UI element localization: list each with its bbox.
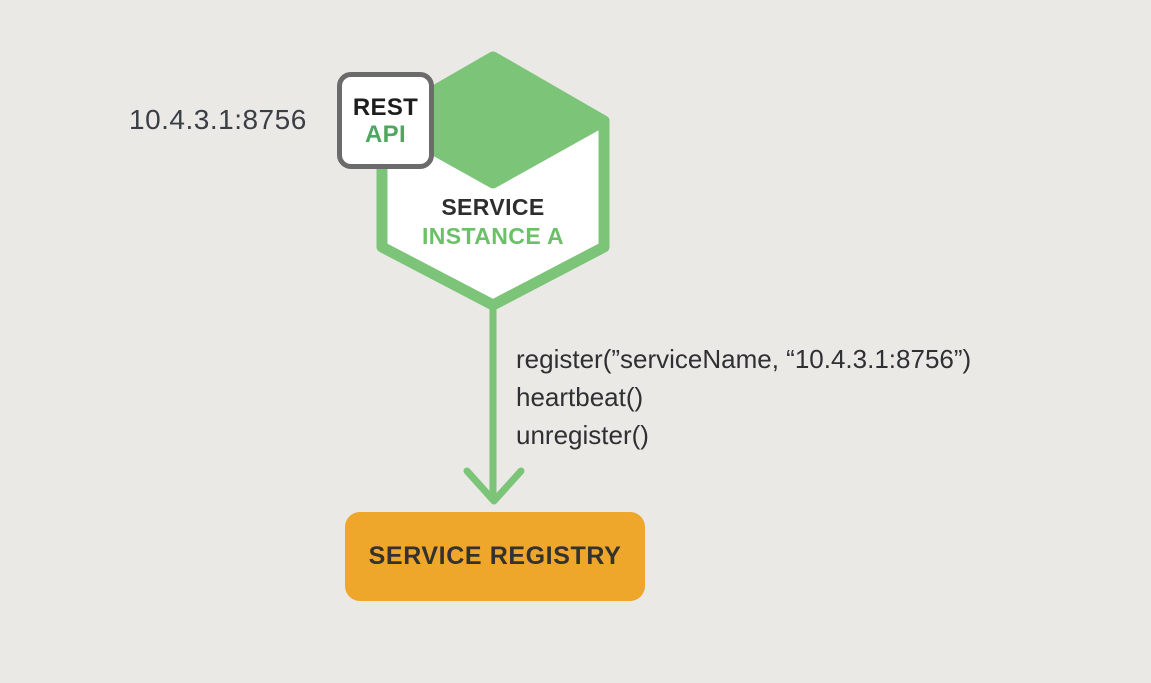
service-registry-label: SERVICE REGISTRY [368, 542, 622, 570]
ip-address-label: 10.4.3.1:8756 [129, 104, 307, 135]
arrow-down-icon [463, 467, 525, 505]
rest-badge-line1: REST [352, 93, 419, 121]
service-instance-subtitle: INSTANCE A [422, 223, 564, 249]
call-register: register(”serviceName, “10.4.3.1:8756”) [516, 344, 972, 374]
call-unregister: unregister() [516, 420, 649, 450]
service-instance-title: SERVICE [441, 194, 545, 220]
registration-calls: register(”serviceName, “10.4.3.1:8756”) … [516, 340, 971, 454]
rest-api-badge: REST API [337, 72, 434, 169]
service-registry-box: SERVICE REGISTRY [345, 512, 645, 601]
rest-badge-line2: API [365, 120, 406, 148]
call-heartbeat: heartbeat() [516, 382, 644, 412]
service-instance-labels: SERVICE INSTANCE A [373, 193, 613, 251]
